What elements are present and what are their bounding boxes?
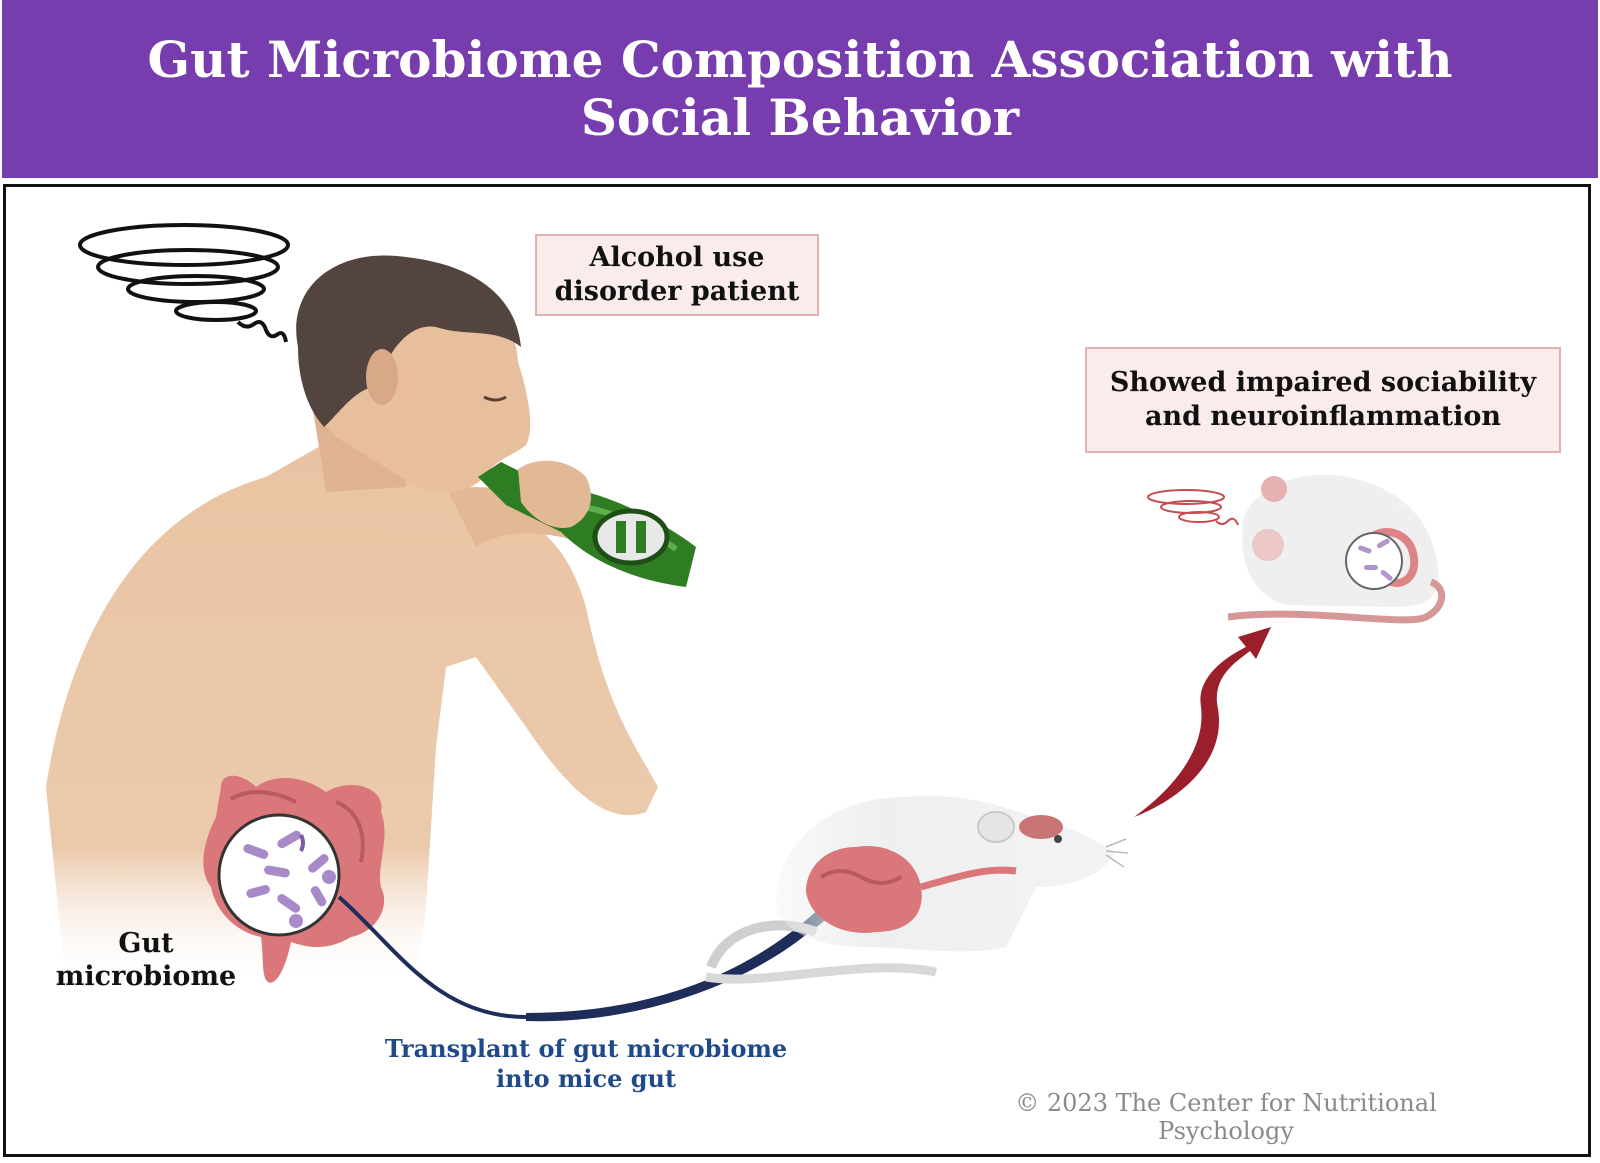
gut-microbiome-label: Gut microbiome <box>55 928 237 992</box>
bacteria-magnifier-icon <box>217 813 341 937</box>
diagram-panel: Alcohol use disorder patient Showed impa… <box>3 184 1591 1157</box>
result-arrow <box>1134 627 1271 817</box>
sick-mouse-illustration <box>1147 474 1446 624</box>
result-label: Showed impaired sociability and neuroinf… <box>1109 367 1537 432</box>
copyright-notice: © 2023 The Center for Nutritional Psycho… <box>1015 1089 1437 1145</box>
diagram-artwork <box>46 223 1446 1022</box>
mouse-illustration <box>705 796 1129 984</box>
page-title: Gut Microbiome Composition Association w… <box>147 30 1453 147</box>
dizzy-spiral-icon <box>78 223 290 343</box>
header-banner: Gut Microbiome Composition Association w… <box>2 0 1598 178</box>
patient-callout: Alcohol use disorder patient <box>535 234 819 316</box>
man-drinking-illustration <box>46 255 696 987</box>
result-callout: Showed impaired sociability and neuroinf… <box>1085 347 1561 453</box>
patient-label: Alcohol use disorder patient <box>554 242 800 307</box>
transplant-label: Transplant of gut microbiome into mice g… <box>384 1034 788 1093</box>
